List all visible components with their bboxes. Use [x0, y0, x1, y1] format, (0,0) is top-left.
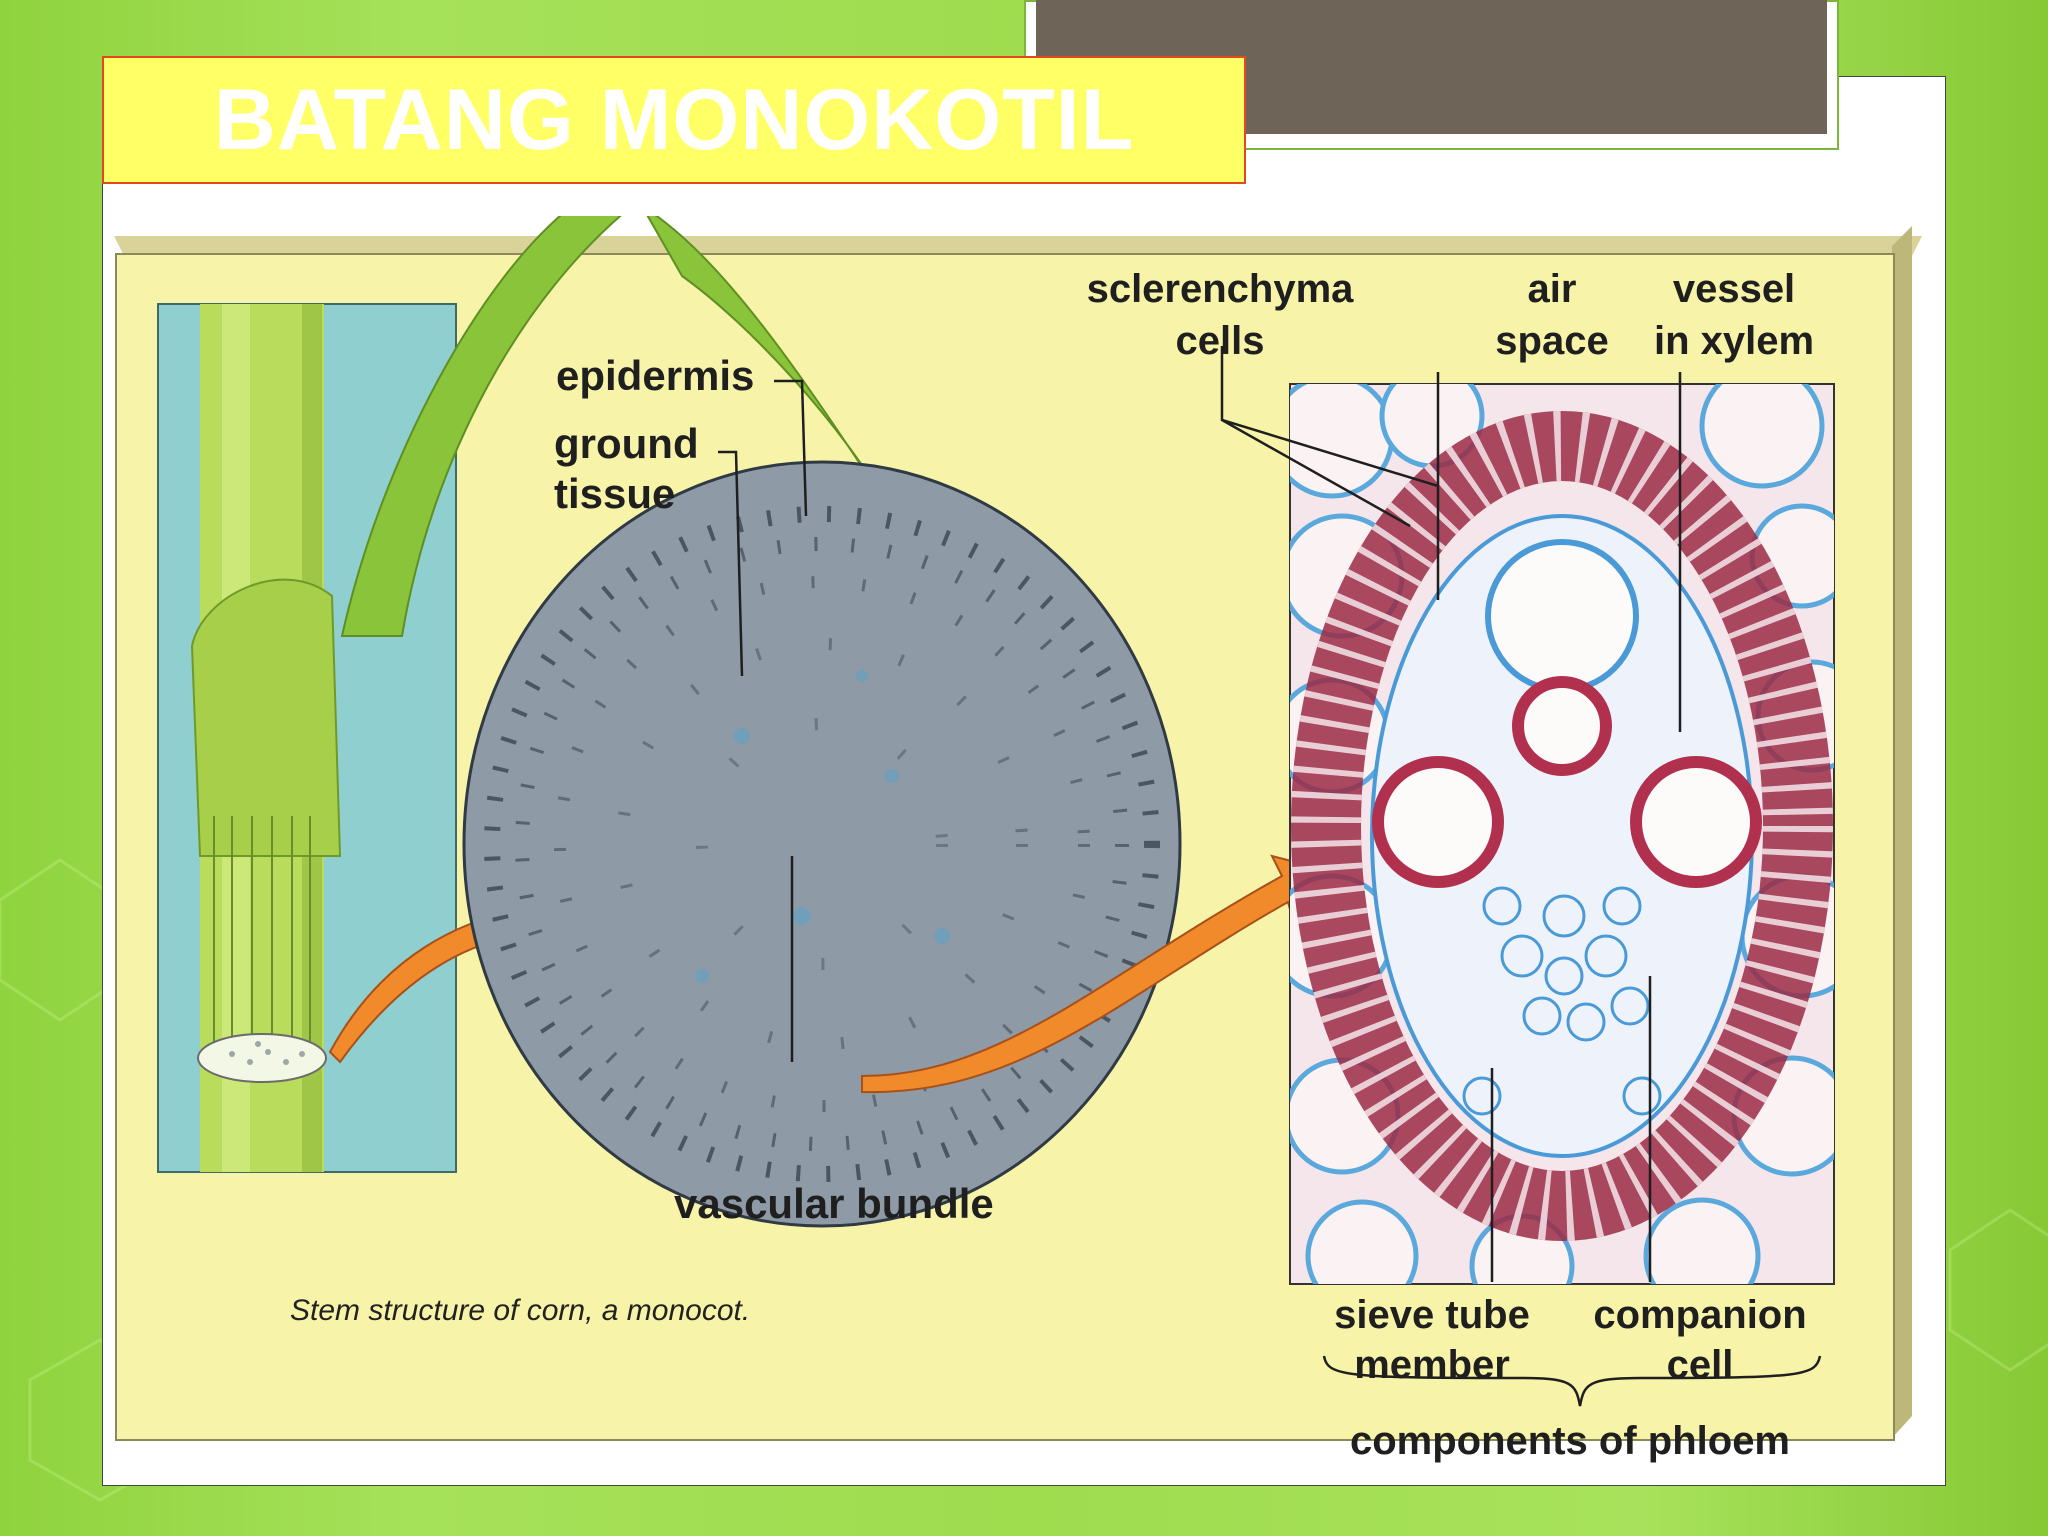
label-cell: cell [1667, 1343, 1734, 1387]
label-air: air [1528, 267, 1577, 311]
label-epidermis: epidermis [556, 352, 754, 399]
label-vascular-bundle: vascular bundle [674, 1180, 994, 1227]
label-sclerenchyma: sclerenchyma [1087, 267, 1355, 311]
label-sieve-tube: sieve tube [1334, 1293, 1530, 1337]
label-components-of-phloem: components of phloem [1350, 1419, 1790, 1463]
label-member: member [1354, 1343, 1510, 1387]
label-cells: cells [1176, 319, 1265, 363]
label-tissue: tissue [554, 470, 675, 517]
title-box: BATANG MONOKOTIL [102, 56, 1246, 184]
board-side-edge [1892, 226, 1912, 1438]
label-ground: ground [554, 420, 699, 467]
label-in-xylem: in xylem [1654, 319, 1814, 363]
label-vessel: vessel [1673, 267, 1795, 311]
monocot-stem-diagram: epidermis ground tissue vascular bundle … [114, 216, 1922, 1463]
label-leaders [718, 346, 1822, 1407]
figure-caption: Stem structure of corn, a monocot. [290, 1294, 750, 1327]
vascular-bundle-micrograph [1289, 383, 1835, 1285]
label-space: space [1495, 319, 1608, 363]
slide-title: BATANG MONOKOTIL [213, 71, 1135, 168]
corn-stem-illustration [157, 216, 889, 1173]
stem-cross-section [462, 460, 1182, 1228]
label-companion: companion [1593, 1293, 1806, 1337]
